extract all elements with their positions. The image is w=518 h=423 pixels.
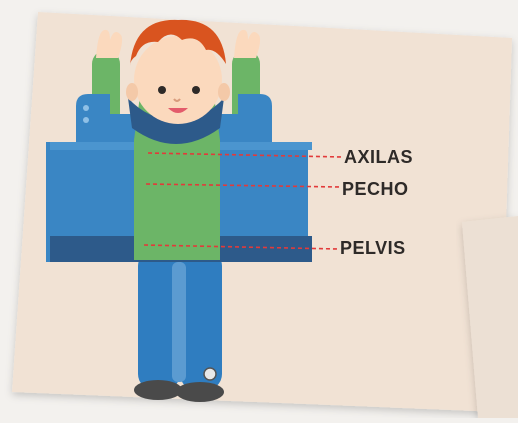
legs <box>134 250 224 402</box>
label-pelvis: PELVIS <box>340 239 406 257</box>
label-axilas: AXILAS <box>344 148 413 166</box>
label-pecho: PECHO <box>342 180 409 198</box>
